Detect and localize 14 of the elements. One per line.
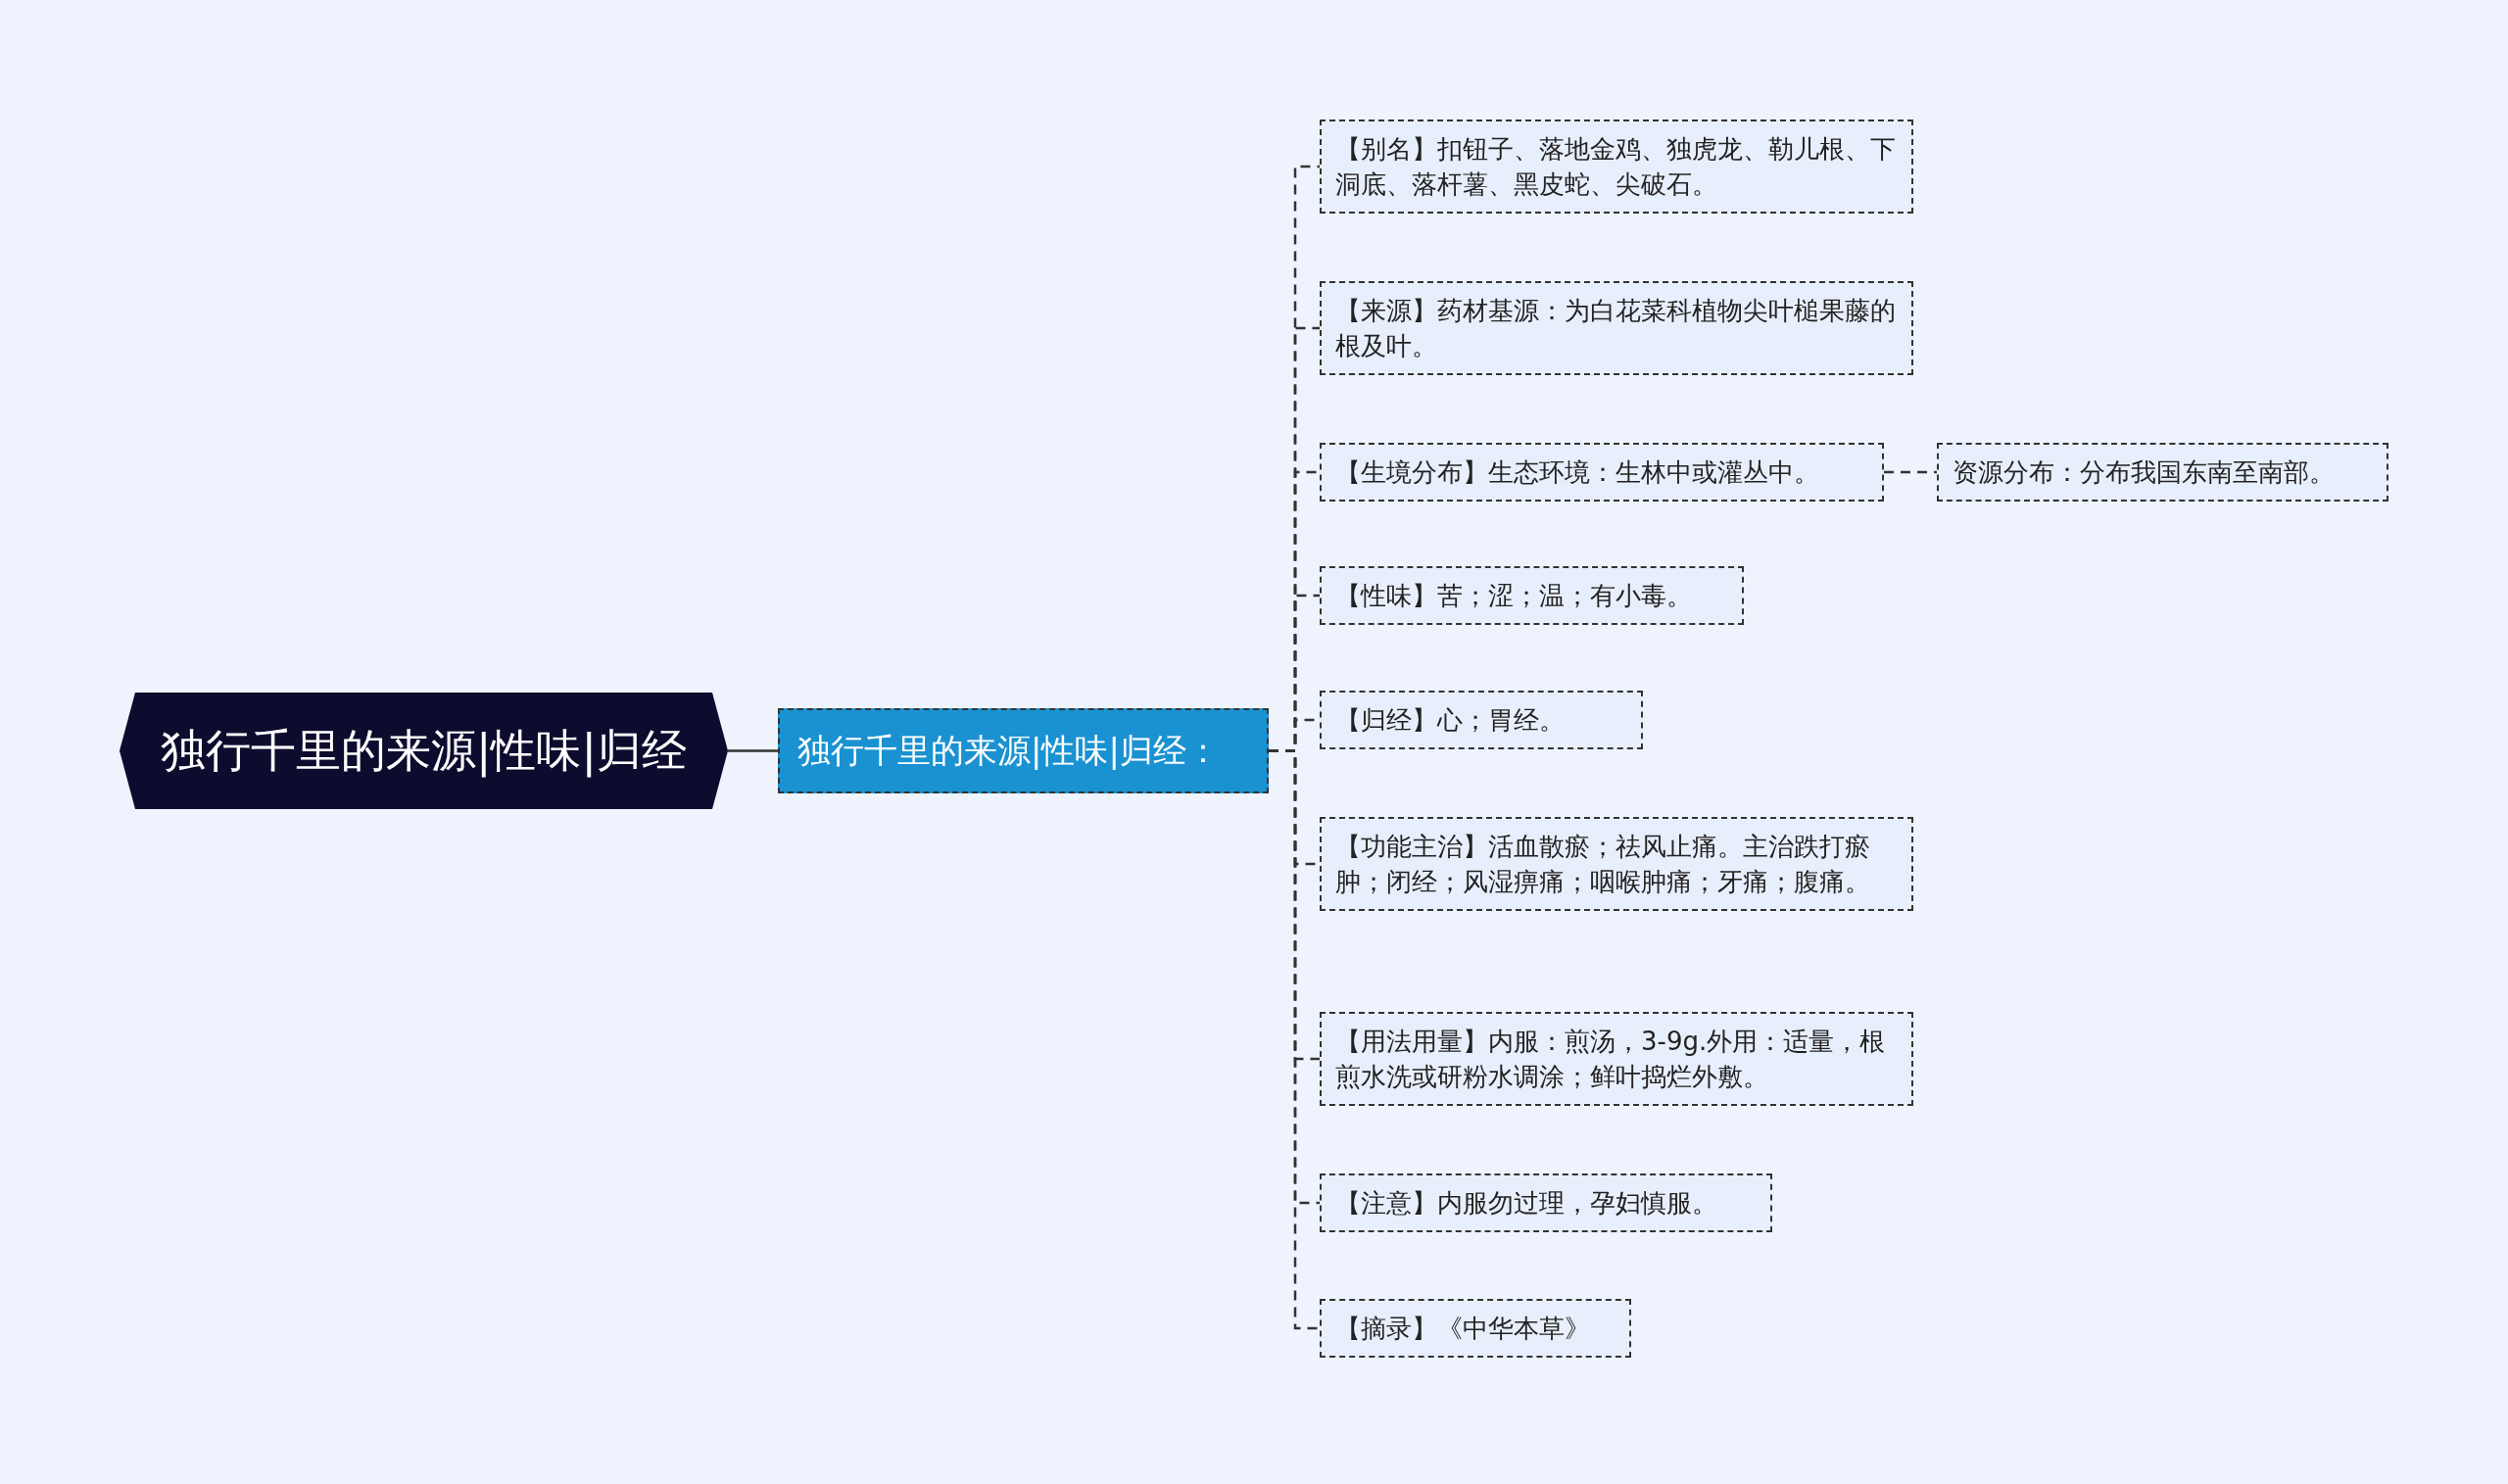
leaf-box: 【用法用量】内服：煎汤，3-9g.外用：适量，根煎水洗或研粉水调涂；鲜叶捣烂外敷。 [1320, 1012, 1913, 1106]
leaf-box: 【性味】苦；涩；温；有小毒。 [1320, 566, 1744, 625]
leaf-box: 【摘录】《中华本草》 [1320, 1299, 1631, 1358]
leaf-box: 【注意】内服勿过理，孕妇慎服。 [1320, 1173, 1772, 1232]
leaf-box: 【生境分布】生态环境：生林中或灌丛中。 [1320, 443, 1884, 502]
leaf-box: 【来源】药材基源：为白花菜科植物尖叶槌果藤的根及叶。 [1320, 281, 1913, 375]
connector-line [728, 749, 778, 752]
leaf-box: 【功能主治】活血散瘀；祛风止痛。主治跌打瘀肿；闭经；风湿痹痛；咽喉肿痛；牙痛；腹痛。 [1320, 817, 1913, 911]
leaf-box: 【归经】心；胃经。 [1320, 691, 1643, 749]
leaf-box: 【别名】扣钮子、落地金鸡、独虎龙、勒儿根、下洞底、落杆薯、黑皮蛇、尖破石。 [1320, 120, 1913, 214]
leaf-box: 资源分布：分布我国东南至南部。 [1937, 443, 2388, 502]
branch-box: 独行千里的来源|性味|归经： [778, 708, 1269, 793]
connector-line [1884, 470, 1937, 474]
node-text: 独行千里的来源|性味|归经 [161, 722, 687, 780]
